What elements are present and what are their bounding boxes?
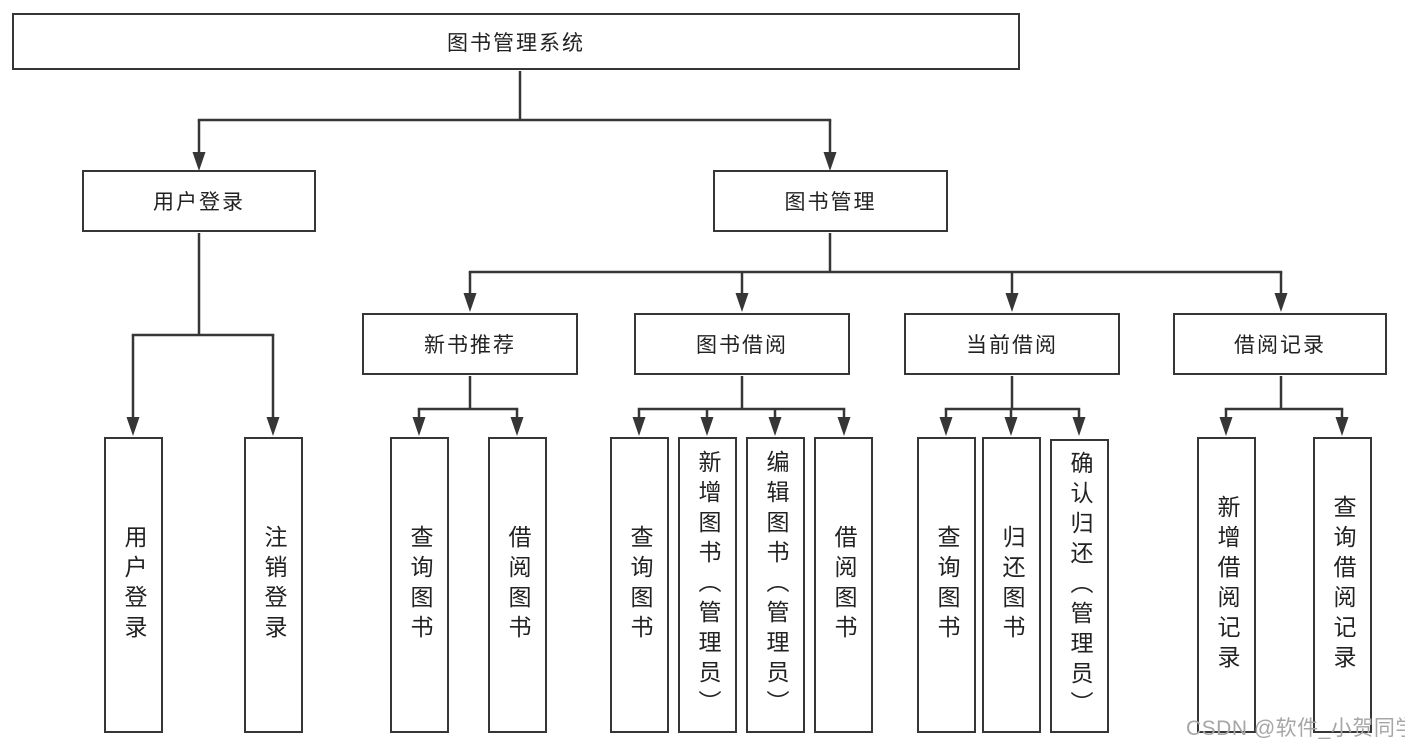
arrowhead-down-icon: [837, 417, 851, 436]
leaf-label: 归还图书: [999, 525, 1025, 645]
csdn-watermark: CSDN @软件_小贺同学: [1186, 717, 1405, 740]
arrowhead-down-icon: [463, 293, 477, 312]
leaf-query-borrow-record: 查询借阅记录: [1313, 437, 1372, 733]
leaf-label: 借阅图书: [505, 525, 531, 645]
arrowhead-down-icon: [700, 417, 714, 436]
node-current-borrow: 当前借阅: [904, 313, 1120, 375]
arrowhead-down-icon: [939, 417, 953, 436]
leaf-query-book-current: 查询图书: [917, 437, 976, 733]
arrowhead-down-icon: [1004, 417, 1018, 436]
leaf-add-book-admin: 新增图书（管理员）: [678, 437, 737, 733]
arrowhead-down-icon: [735, 293, 749, 312]
node-book-management: 图书管理: [713, 170, 948, 232]
leaf-label: 借阅图书: [831, 525, 857, 645]
arrowhead-down-icon: [412, 417, 426, 436]
arrowhead-down-icon: [1219, 417, 1233, 436]
leaf-label: 查询图书: [934, 525, 960, 645]
leaf-label: 编辑图书（管理员）: [763, 450, 789, 720]
leaf-query-book-recommend: 查询图书: [390, 437, 449, 733]
leaf-logout: 注销登录: [244, 437, 303, 733]
arrowhead-down-icon: [510, 417, 524, 436]
leaf-add-borrow-record: 新增借阅记录: [1197, 437, 1256, 733]
leaf-label: 查询图书: [627, 525, 653, 645]
node-book-borrow: 图书借阅: [634, 313, 850, 375]
leaf-query-book-borrow: 查询图书: [610, 437, 669, 733]
leaf-user-login: 用户登录: [104, 437, 163, 733]
leaf-label: 新增图书（管理员）: [695, 450, 721, 720]
leaf-borrow-book: 借阅图书: [814, 437, 873, 733]
node-new-book-recommend: 新书推荐: [362, 313, 578, 375]
node-borrow-records: 借阅记录: [1173, 313, 1387, 375]
arrowhead-down-icon: [1335, 417, 1349, 436]
arrowhead-down-icon: [768, 417, 782, 436]
arrowhead-down-icon: [1274, 293, 1288, 312]
leaf-label: 用户登录: [121, 525, 147, 645]
leaf-label: 查询图书: [407, 525, 433, 645]
arrowhead-down-icon: [632, 417, 646, 436]
node-user-login: 用户登录: [82, 170, 316, 232]
leaf-label: 查询借阅记录: [1330, 495, 1356, 675]
arrowhead-down-icon: [1072, 417, 1086, 436]
arrowhead-down-icon: [266, 417, 280, 436]
leaf-confirm-return-admin: 确认归还（管理员）: [1050, 439, 1109, 733]
leaf-borrow-book-recommend: 借阅图书: [488, 437, 547, 733]
leaf-edit-book-admin: 编辑图书（管理员）: [746, 437, 805, 733]
arrowhead-down-icon: [126, 417, 140, 436]
leaf-label: 新增借阅记录: [1214, 495, 1240, 675]
leaf-label: 确认归还（管理员）: [1067, 451, 1093, 721]
leaf-label: 注销登录: [261, 525, 287, 645]
arrowhead-down-icon: [823, 152, 837, 171]
node-library-system: 图书管理系统: [12, 13, 1020, 70]
arrowhead-down-icon: [1005, 293, 1019, 312]
leaf-return-book: 归还图书: [982, 437, 1041, 733]
arrowhead-down-icon: [192, 152, 206, 171]
